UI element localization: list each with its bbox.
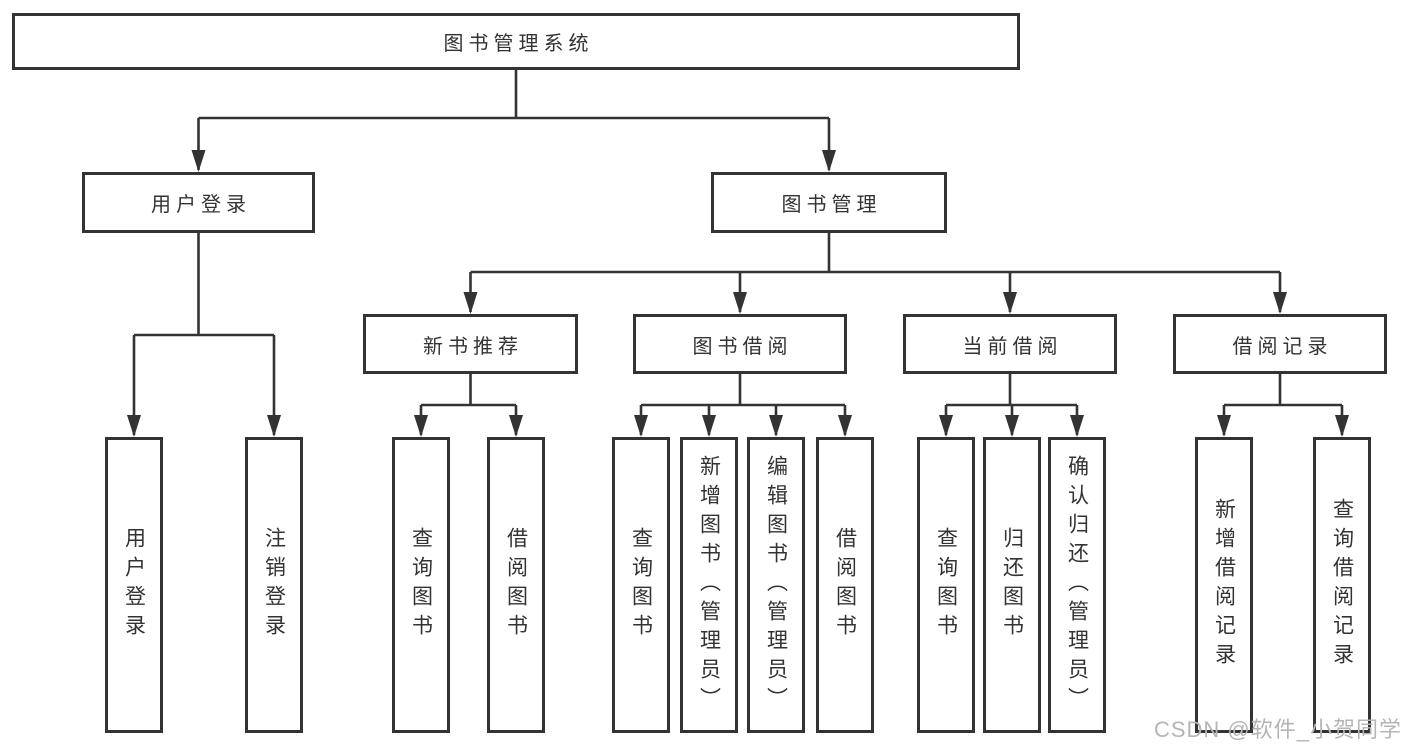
node-leaf-return-books: 归还图书 (983, 437, 1041, 733)
node-leaf-borrow-books-recommend: 借阅图书 (487, 437, 545, 733)
node-leaf-query-books-recommend: 查询图书 (392, 437, 450, 733)
node-new-book-recommendation: 新书推荐 (363, 314, 578, 374)
node-leaf-query-borrow-record: 查询借阅记录 (1313, 437, 1371, 733)
node-leaf-edit-books-admin: 编辑图书（管理员） (747, 437, 805, 733)
node-leaf-query-books-current: 查询图书 (917, 437, 975, 733)
node-leaf-confirm-return-admin: 确认归还（管理员） (1048, 437, 1106, 733)
csdn-watermark: CSDN @软件_小贺同学 (1153, 717, 1402, 742)
node-leaf-query-books-borrowing: 查询图书 (612, 437, 670, 733)
node-library-management-system: 图书管理系统 (12, 13, 1020, 70)
node-leaf-add-borrow-record: 新增借阅记录 (1195, 437, 1253, 733)
node-user-login: 用户登录 (82, 172, 315, 233)
node-current-borrowing: 当前借阅 (903, 314, 1117, 374)
node-leaf-user-login: 用户登录 (105, 437, 163, 733)
node-leaf-logout: 注销登录 (245, 437, 303, 733)
node-book-borrowing: 图书借阅 (633, 314, 847, 374)
node-book-management: 图书管理 (711, 172, 947, 233)
node-leaf-add-books-admin: 新增图书（管理员） (680, 437, 738, 733)
node-borrowing-records: 借阅记录 (1173, 314, 1387, 374)
node-leaf-borrow-books-borrowing: 借阅图书 (816, 437, 874, 733)
